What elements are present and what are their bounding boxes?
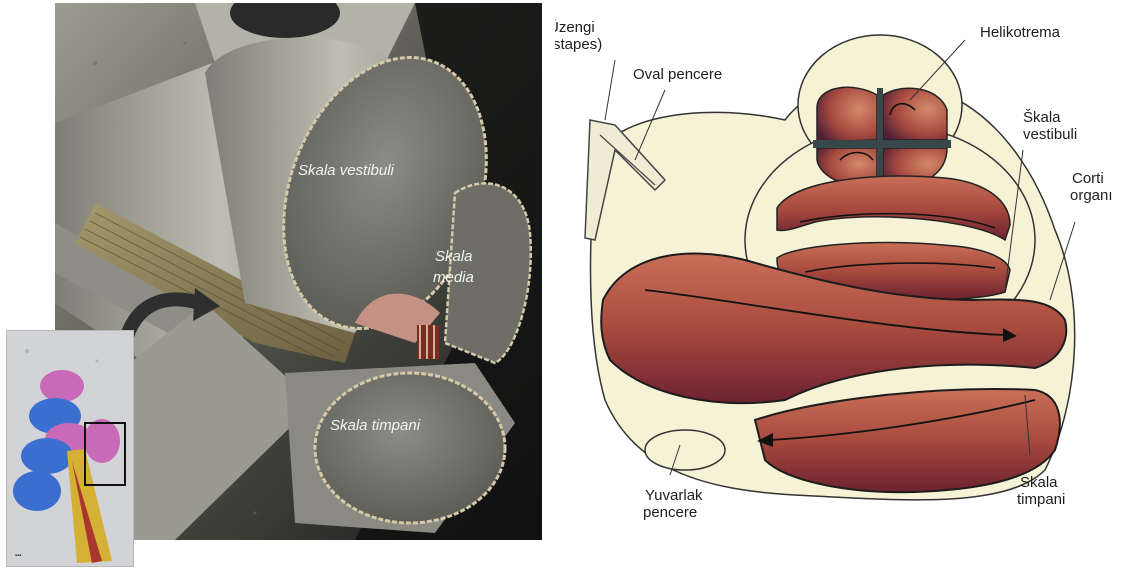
scala-vestibuli-label-line1: Škala (1023, 109, 1061, 126)
scala-vestibuli-label-left: Skala vestibuli (298, 162, 395, 179)
helicotrema-label: Helikotrema (980, 24, 1061, 41)
scala-vestibuli-label-line2: vestibuli (1023, 126, 1077, 143)
corti-organ-label-line2: organı (1070, 187, 1113, 204)
cochlea-inset-thumbnail: ▪▪▪ (6, 330, 134, 567)
round-window-label-line2: pencere (643, 504, 697, 521)
svg-text:▪▪▪: ▪▪▪ (15, 553, 21, 559)
corti-organ-label-line1: Corti (1072, 170, 1104, 187)
stapes-label-line2: (stapes) (555, 36, 602, 53)
stapes-label-line1: Üzengi (555, 18, 595, 36)
scala-media-label-line2: media (433, 269, 474, 286)
cochlea-cross-section-diagram: Üzengi (stapes) Oval pencere Helikotrema… (555, 0, 1129, 570)
scala-tympani-label-line2: timpani (1017, 491, 1065, 508)
scala-tympani-label-left: Skala timpani (330, 417, 421, 434)
round-window-label-line1: Yuvarlak (645, 487, 703, 504)
scala-tympani-label-line1: Skala (1020, 474, 1058, 491)
scala-media-label-line1: Skala (435, 248, 473, 265)
oval-window-label: Oval pencere (633, 66, 722, 83)
